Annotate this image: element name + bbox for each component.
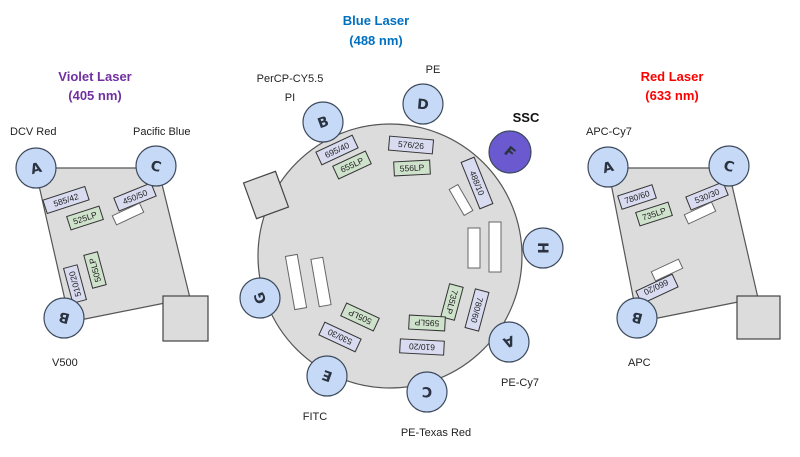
blue-detector-b: B	[302, 101, 344, 143]
violet-label-dcv-red: DCV Red	[10, 126, 56, 138]
red-detector-b: B	[616, 297, 658, 339]
blue-label-percp-cy5-5: PerCP-CY5.5	[257, 73, 324, 85]
blue-filter-488-10: 488/10	[460, 156, 494, 210]
svg-text:B: B	[316, 114, 332, 133]
red-laser-title: Red Laser	[641, 69, 704, 84]
blue-filter-610-20: 610/20	[399, 338, 445, 356]
blue-detector-c: C	[406, 371, 448, 413]
violet-detector-a: A	[15, 147, 57, 189]
blue-detector-f: F	[488, 130, 532, 174]
blue-pmt-box	[242, 170, 290, 220]
blue-label-pe-texas-red: PE-Texas Red	[401, 427, 471, 439]
violet-detector-c: C	[135, 145, 177, 187]
blue-mirror-5	[310, 256, 332, 308]
svg-text:C: C	[149, 158, 163, 176]
svg-text:A: A	[501, 332, 517, 351]
blue-label-pe: PE	[426, 64, 441, 76]
blue-detector-h: H	[522, 227, 564, 269]
blue-detector-g: G	[239, 277, 281, 319]
red-detector-a: A	[587, 146, 629, 188]
svg-text:C: C	[722, 158, 736, 176]
blue-label-pi: PI	[285, 92, 295, 104]
red-mirror-2	[650, 258, 684, 282]
red-laser-wavelength: (633 nm)	[645, 88, 698, 103]
blue-filter-735lp: 735LP	[440, 283, 464, 321]
blue-mirror-2	[467, 227, 481, 269]
blue-laser-title: Blue Laser	[343, 13, 409, 28]
svg-text:610/20: 610/20	[408, 341, 435, 352]
red-pmt-box	[736, 295, 781, 340]
violet-detector-b: B	[43, 297, 85, 339]
svg-text:H: H	[534, 242, 550, 254]
blue-filter-655lp: 655LP	[332, 150, 372, 180]
red-label-apc-cy7: APC-Cy7	[586, 126, 632, 138]
violet-laser-title: Violet Laser	[58, 69, 131, 84]
blue-filter-576-26: 576/26	[387, 135, 435, 155]
blue-octagon: 695/40 655LP 576/26 556LP 488/10 735LP	[239, 64, 564, 439]
red-label-apc: APC	[628, 357, 651, 369]
svg-text:556LP: 556LP	[399, 162, 424, 173]
blue-filter-505lp: 505LP	[340, 302, 380, 332]
svg-text:595LP: 595LP	[414, 317, 439, 328]
red-octagon: 780/60 530/30 735LP 660/20 A C	[586, 126, 781, 369]
svg-text:B: B	[57, 308, 71, 326]
svg-text:576/26: 576/26	[398, 139, 425, 151]
violet-filter-585-42: 585/42	[42, 185, 90, 215]
violet-filter-525lp: 525LP	[66, 205, 104, 231]
blue-mirror-1	[448, 183, 474, 217]
blue-label-ssc: SSC	[513, 110, 540, 125]
blue-detector-a: A	[488, 321, 530, 363]
svg-text:C: C	[422, 383, 432, 399]
violet-filter-450-50: 450/50	[113, 182, 157, 212]
violet-pmt-box	[162, 295, 209, 342]
blue-mirror-4	[284, 253, 308, 311]
red-filter-780-60: 780/60	[617, 184, 657, 210]
violet-laser-wavelength: (405 nm)	[68, 88, 121, 103]
blue-label-pe-cy7: PE-Cy7	[501, 377, 539, 389]
red-filter-735lp: 735LP	[635, 201, 673, 227]
blue-mirror-3	[488, 221, 502, 273]
svg-text:D: D	[416, 97, 429, 114]
svg-text:G: G	[251, 290, 270, 306]
blue-detector-d: D	[402, 83, 444, 125]
blue-label-fitc: FITC	[303, 411, 327, 423]
violet-mirror	[111, 202, 145, 226]
svg-text:B: B	[630, 308, 644, 326]
blue-filter-595lp: 595LP	[408, 314, 446, 332]
svg-text:A: A	[601, 159, 616, 177]
violet-filter-510-20: 510/20	[62, 264, 88, 304]
violet-label-pacific-blue: Pacific Blue	[133, 126, 190, 138]
violet-label-v500: V500	[52, 357, 78, 369]
violet-filter-505lp: 505LP	[83, 251, 107, 289]
red-detector-c: C	[708, 145, 750, 187]
red-mirror-1	[683, 201, 717, 225]
blue-detector-e: E	[306, 355, 348, 397]
svg-text:A: A	[29, 160, 44, 178]
blue-filter-780-60: 780/60	[464, 288, 490, 332]
violet-octagon: 585/42 450/50 525LP 505LP 510/20 A C	[10, 126, 209, 369]
blue-laser-wavelength: (488 nm)	[349, 33, 402, 48]
blue-filter-556lp: 556LP	[393, 159, 431, 177]
